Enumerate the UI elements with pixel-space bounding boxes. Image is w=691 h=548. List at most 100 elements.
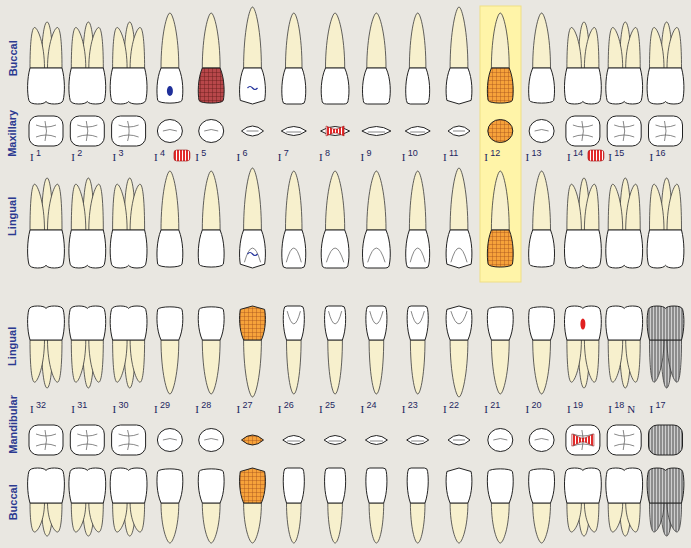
tooth-number: 4 (160, 148, 165, 158)
tooth-root (328, 340, 343, 394)
tooth-root (202, 13, 220, 68)
occlusal-groove (614, 430, 634, 450)
tooth-root (202, 503, 220, 543)
occlusal-outline (199, 120, 224, 143)
occlusal-outline (29, 116, 63, 146)
tooth-root (450, 340, 468, 397)
tooth-root (30, 503, 45, 532)
tooth-crown (110, 468, 147, 503)
occlusal-outline (448, 126, 470, 136)
occlusal-groove (163, 130, 177, 132)
tooth-number: 27 (243, 400, 253, 410)
tooth-crown (487, 469, 513, 503)
tooth-marker: I (195, 151, 199, 164)
tooth-crown (28, 68, 65, 104)
tooth-marker: I (154, 403, 158, 416)
tooth-number: 5 (201, 148, 206, 158)
occlusal-groove (411, 441, 424, 442)
tooth-root (626, 503, 641, 532)
tooth-root (286, 13, 303, 68)
tooth-root (608, 184, 623, 230)
tooth-number: 16 (656, 148, 666, 158)
tooth-number: 1 (36, 148, 41, 158)
occlusal-groove (453, 131, 465, 132)
tooth-root (89, 28, 104, 69)
tooth-root (410, 340, 425, 394)
tooth-root (161, 340, 179, 394)
occlusal-outline (407, 436, 429, 445)
tooth-crown (157, 307, 183, 340)
tooth-root (533, 171, 551, 230)
tooth-crown (606, 68, 643, 104)
tooth-marker: I (567, 151, 571, 164)
occlusal-outline (324, 436, 346, 445)
tooth-root (650, 340, 665, 382)
tooth-marker: I (360, 403, 364, 416)
tooth-root (608, 340, 623, 382)
tooth-root (626, 28, 641, 69)
tooth-number: 9 (366, 148, 371, 158)
tooth-marker: I (608, 151, 612, 164)
tooth-number: 31 (77, 400, 87, 410)
occlusal-groove (368, 132, 385, 133)
tooth-crown (110, 306, 147, 340)
occlusal-groove (36, 430, 56, 450)
tooth-number: 3 (119, 148, 124, 158)
tooth-root (567, 503, 582, 532)
tooth-number: 12 (490, 148, 500, 158)
tooth-marker: I (402, 403, 406, 416)
tooth-root (450, 168, 468, 230)
occlusal-groove (287, 441, 300, 442)
tooth-root (326, 13, 345, 68)
tooth-number: 7 (284, 148, 289, 158)
tooth-root (202, 340, 220, 394)
tooth-root (650, 184, 665, 230)
tooth-marker: I (278, 403, 282, 416)
tooth-root (567, 340, 582, 382)
tooth-crown (366, 468, 387, 503)
tooth-crown (325, 468, 346, 503)
tooth-number: 17 (656, 400, 666, 410)
tooth-crown (240, 230, 266, 268)
occlusal-groove (535, 130, 549, 132)
tooth-root (667, 28, 682, 69)
tooth-root (326, 171, 345, 230)
view-label: Mandibular (7, 395, 20, 454)
tooth-root (369, 503, 384, 543)
occlusal-outline (321, 127, 350, 136)
tooth-crown (198, 469, 224, 503)
occlusal-outline (488, 429, 513, 452)
tooth-number: 2 (77, 148, 82, 158)
tooth-marker: I (526, 151, 530, 164)
tooth-root (89, 184, 104, 230)
tooth-marker: I (567, 403, 571, 416)
selected-column (480, 6, 521, 282)
tooth-root (608, 503, 623, 532)
tooth-crown (28, 230, 65, 268)
tooth-root (567, 28, 582, 69)
tooth-crown (198, 68, 224, 103)
occlusal-groove (77, 430, 97, 450)
tooth-crown (407, 468, 428, 503)
occlusal-outline (112, 425, 146, 455)
restoration-mark (174, 150, 190, 161)
occlusal-groove (163, 439, 177, 441)
tooth-crown (446, 230, 472, 268)
tooth-crown (487, 230, 513, 267)
tooth-crown (564, 468, 601, 503)
view-label: Buccal (7, 40, 20, 76)
tooth-root (450, 7, 468, 68)
tooth-marker: I (319, 151, 323, 164)
occlusal-outline (362, 127, 391, 136)
tooth-root (161, 13, 179, 68)
occlusal-outline (607, 116, 641, 146)
treatment-mark (248, 253, 258, 256)
tooth-root (626, 184, 641, 230)
cingulum-line (329, 311, 342, 324)
tooth-root (369, 340, 384, 394)
tooth-marker: I (195, 403, 199, 416)
tooth-number: 22 (449, 400, 459, 410)
tooth-crown (647, 468, 684, 503)
